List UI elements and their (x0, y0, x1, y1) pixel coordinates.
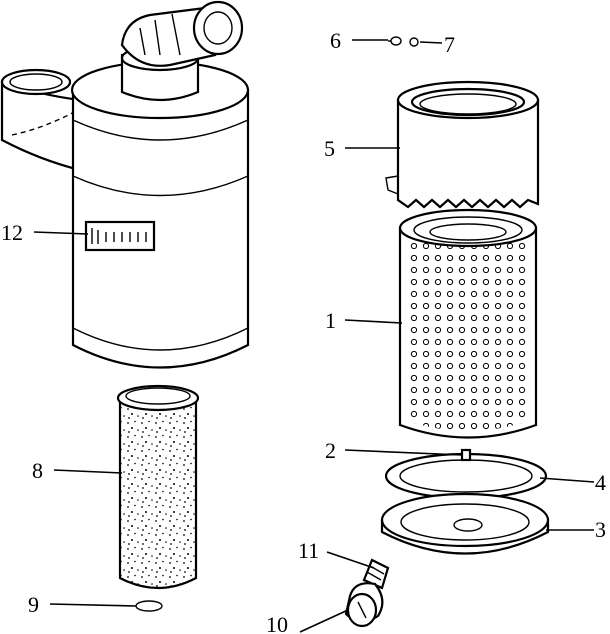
callout-5: 5 (324, 136, 335, 161)
callout-1: 1 (325, 308, 336, 333)
main-filter-element (398, 208, 538, 439)
leader-9 (49, 603, 137, 607)
callout-4: 4 (595, 470, 606, 495)
leader-4 (539, 477, 595, 483)
sealing-ring (384, 448, 548, 500)
safety-filter-element (116, 384, 200, 590)
leader-8 (53, 469, 123, 474)
callout-12: 12 (1, 220, 23, 245)
air-cleaner-housing (0, 0, 250, 369)
callout-3: 3 (595, 517, 606, 542)
leader-lines (33, 39, 595, 633)
leader-10 (299, 609, 349, 633)
callout-7: 7 (444, 32, 455, 57)
leader-2 (344, 449, 463, 456)
leader-12 (33, 231, 89, 235)
leader-1 (344, 319, 403, 324)
leader-11 (326, 551, 375, 569)
dust-valve (344, 558, 390, 628)
callout-8: 8 (32, 458, 43, 483)
callout-10: 10 (266, 612, 288, 634)
callout-labels: 12 8 9 6 7 5 1 2 4 3 11 10 (1, 28, 606, 634)
leader-7 (419, 41, 443, 44)
callout-2: 2 (325, 438, 336, 463)
callout-6: 6 (330, 28, 341, 53)
pre-cleaner-shroud (385, 80, 540, 209)
callout-11: 11 (298, 538, 319, 563)
service-indicator-window (84, 220, 156, 252)
screw-and-washer (388, 36, 419, 47)
o-ring (135, 600, 163, 612)
callout-9: 9 (28, 592, 39, 617)
dust-cover (380, 492, 550, 555)
